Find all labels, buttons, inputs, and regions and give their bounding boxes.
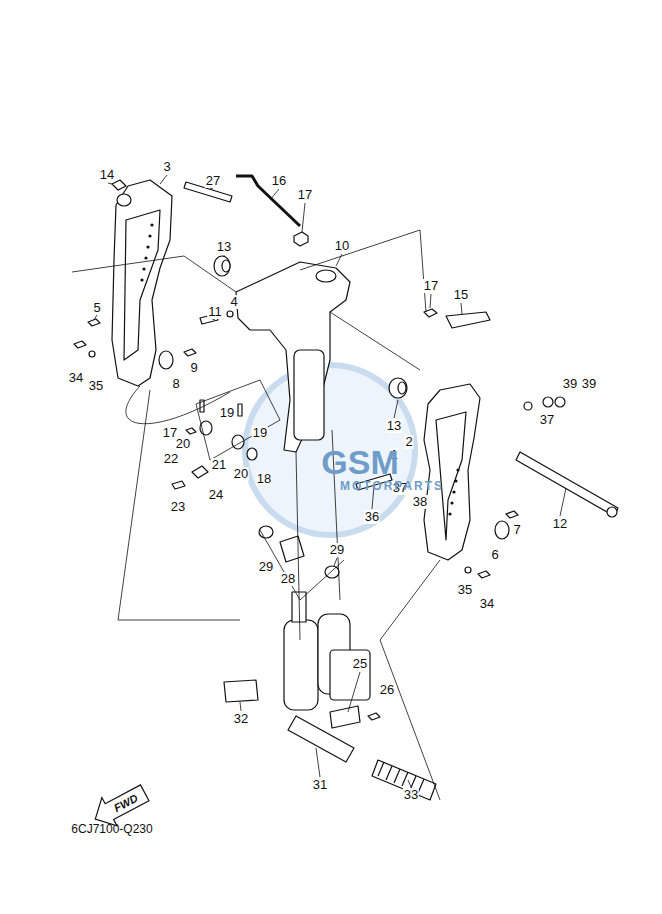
callout-number: 31 [312, 778, 328, 792]
callout-number: 34 [479, 597, 495, 611]
callout-number: 16 [271, 174, 287, 188]
callout-number: 37 [539, 413, 555, 427]
callout-number: 38 [412, 495, 428, 509]
callout-number: 35 [88, 379, 104, 393]
callout-number: 27 [205, 174, 221, 188]
callout-number: 18 [256, 472, 272, 486]
callout-number: 20 [175, 437, 191, 451]
callout-number: 13 [386, 419, 402, 433]
watermark: GSM [320, 444, 399, 480]
callout-number: 19 [252, 426, 268, 440]
callout-number: 34 [68, 371, 84, 385]
callout-number: 28 [280, 572, 296, 586]
callout-number: 5 [92, 301, 101, 315]
callout-number: 17 [297, 188, 313, 202]
callout-number: 7 [512, 523, 521, 537]
callout-number: 25 [352, 657, 368, 671]
callout-number: 8 [171, 377, 180, 391]
callout-number: 11 [207, 305, 223, 319]
callout-number: 26 [379, 683, 395, 697]
callout-number: 17 [423, 279, 439, 293]
callout-number: 9 [189, 361, 198, 375]
callout-number: 2 [404, 435, 413, 449]
callout-number: 6 [490, 548, 499, 562]
callout-number: 14 [99, 168, 115, 182]
callout-number: 19 [219, 406, 235, 420]
callout-number: 12 [552, 517, 568, 531]
callout-number: 35 [457, 583, 473, 597]
callout-number: 21 [211, 458, 227, 472]
callout-number: 24 [208, 488, 224, 502]
callout-number: 13 [216, 240, 232, 254]
callout-number: 39 [581, 377, 597, 391]
callout-number: 29 [329, 543, 345, 557]
callout-number: 20 [233, 467, 249, 481]
callout-number: 23 [170, 500, 186, 514]
callout-number: 33 [403, 788, 419, 802]
callout-number: 32 [233, 712, 249, 726]
callout-number: 3 [162, 160, 171, 174]
callout-number: 39 [562, 377, 578, 391]
watermark: MOTORPARTS [339, 479, 445, 493]
arrow-shape [88, 779, 152, 834]
callout-number: 22 [163, 452, 179, 466]
callout-number: 36 [364, 510, 380, 524]
callout-number: 29 [258, 560, 274, 574]
callout-number: 4 [229, 295, 238, 309]
callout-number: 10 [334, 239, 350, 253]
callout-number: 15 [453, 288, 469, 302]
